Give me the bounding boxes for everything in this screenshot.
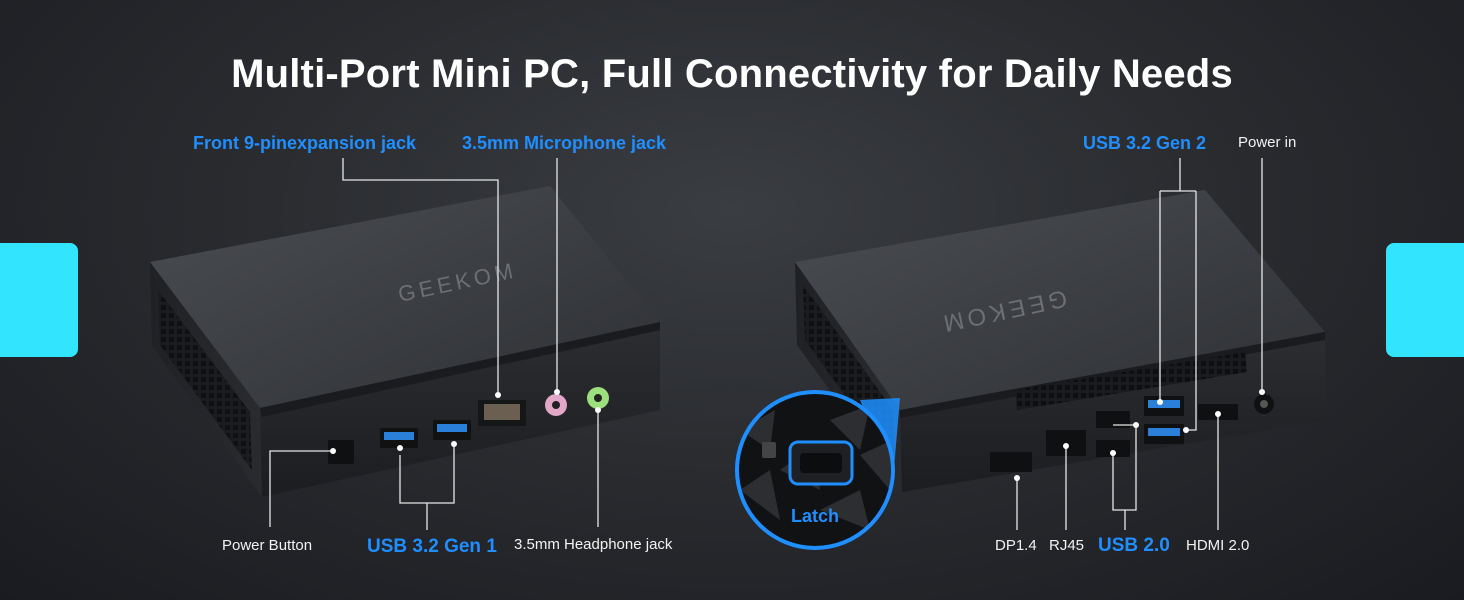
- label-hdmi: HDMI 2.0: [1186, 537, 1250, 554]
- label-power-in: Power in: [1238, 134, 1297, 151]
- front-mini-pc: GEEKOM: [150, 186, 660, 497]
- rear-leader-lines: [1016, 158, 1263, 530]
- front-leader-lines: [269, 158, 599, 530]
- label-usb-gen1: USB 3.2 Gen 1: [367, 536, 497, 557]
- next-slide-tab[interactable]: [1386, 243, 1464, 357]
- power-button-icon: [328, 440, 354, 464]
- dp-port-icon: [990, 452, 1032, 472]
- label-usb2: USB 2.0: [1098, 535, 1170, 556]
- label-rj45: RJ45: [1049, 537, 1085, 554]
- label-microphone-jack: 3.5mm Microphone jack: [462, 133, 667, 153]
- latch-magnifier: [735, 390, 900, 550]
- lock-icon: [762, 442, 776, 458]
- label-front-expansion-jack: Front 9-pinexpansion jack: [193, 133, 417, 153]
- label-latch: Latch: [791, 506, 840, 526]
- prev-slide-tab[interactable]: [0, 243, 78, 357]
- label-dp: DP1.4: [995, 537, 1037, 554]
- page-title: Multi-Port Mini PC, Full Connectivity fo…: [231, 52, 1233, 96]
- label-power-button: Power Button: [222, 537, 313, 554]
- usb2-port-icon: [1096, 411, 1130, 428]
- label-usb-gen2: USB 3.2 Gen 2: [1083, 133, 1207, 153]
- label-headphone-jack: 3.5mm Headphone jack: [514, 536, 673, 553]
- usb2-port-icon: [1096, 440, 1130, 457]
- rear-mini-pc: GEEKOM: [795, 190, 1327, 492]
